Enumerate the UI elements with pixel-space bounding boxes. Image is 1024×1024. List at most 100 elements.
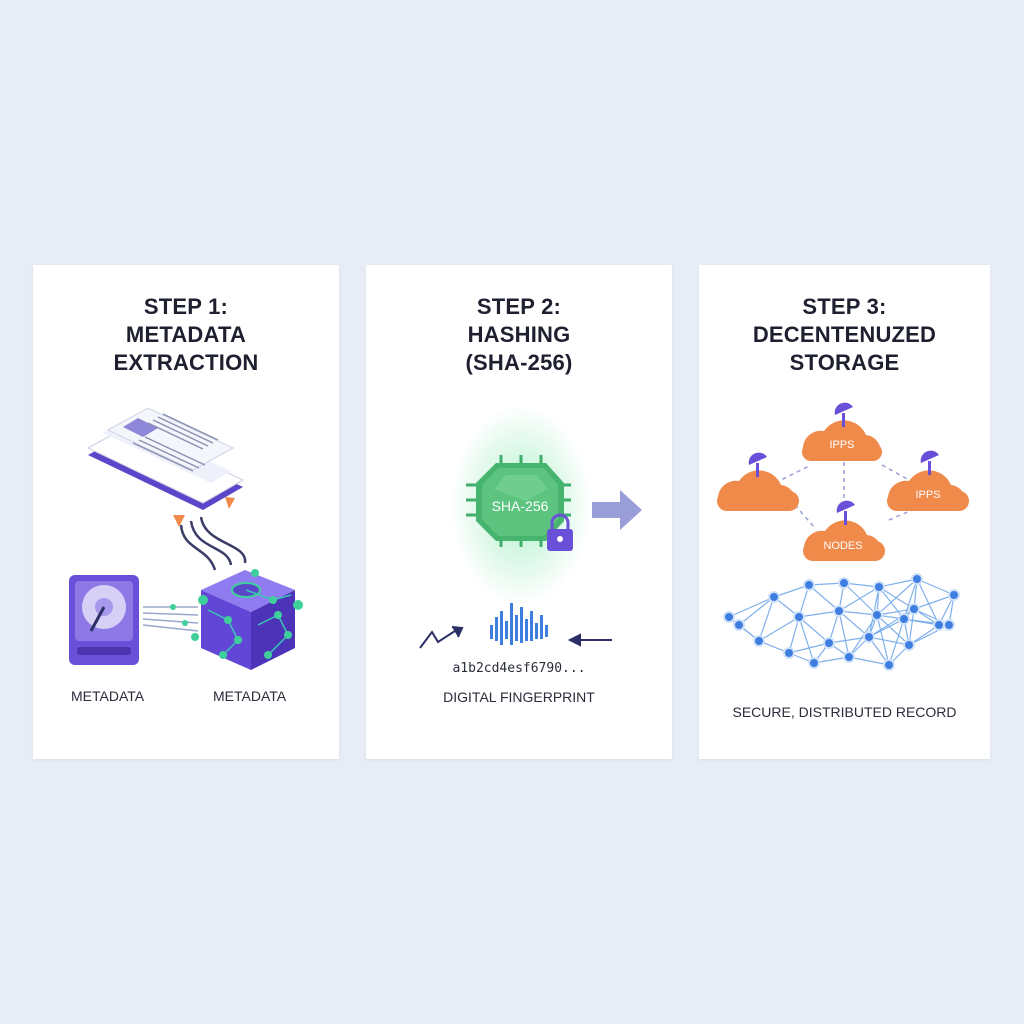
network-link	[838, 586, 880, 612]
network-link	[908, 624, 940, 646]
network-node	[943, 619, 955, 631]
cloud-icon-right	[887, 470, 969, 511]
network-link	[758, 616, 800, 642]
fingerprint-waveform	[490, 603, 548, 645]
network-link	[848, 656, 890, 666]
network-link	[728, 596, 775, 618]
network-link	[878, 578, 918, 588]
step-3-caption: SECURE, DISTRIBUTED RECORD	[732, 704, 957, 720]
chip-label: SHA-256	[492, 498, 549, 514]
network-node	[733, 619, 745, 631]
network-link	[876, 578, 918, 616]
network-link	[808, 584, 840, 612]
network-node	[873, 581, 885, 593]
hash-value: a1b2cd4esf6790...	[452, 661, 586, 676]
network-link	[916, 578, 940, 626]
chip-icon	[466, 455, 571, 547]
network-node	[783, 647, 795, 659]
caption-metadata-right: METADATA	[213, 688, 287, 704]
network-link	[876, 608, 915, 616]
caption-metadata-left: METADATA	[71, 688, 145, 704]
network-node	[833, 605, 845, 617]
step-2-label: STEP 2:	[476, 294, 562, 319]
step-2-title-line-2: HASHING	[467, 322, 571, 347]
network-node	[863, 631, 875, 643]
network-link	[916, 578, 955, 596]
hard-drive-icon	[69, 575, 139, 665]
hashing-illustration: SHA-256	[419, 405, 612, 649]
network-link	[848, 614, 878, 658]
network-link	[838, 610, 850, 658]
document-icon	[86, 407, 245, 527]
network-link	[798, 616, 830, 644]
network-link	[868, 636, 910, 646]
step-2-caption: DIGITAL FINGERPRINT	[443, 689, 595, 705]
step-1-title: STEP 1: METADATA EXTRACTION	[33, 293, 339, 377]
step-2-title: STEP 2: HASHING (SHA-256)	[366, 293, 672, 377]
arrow-right-light-icon	[592, 490, 642, 530]
step-3-title-line-3: STORAGE	[789, 350, 900, 375]
network-node	[793, 611, 805, 623]
network-link	[876, 614, 910, 646]
network-node	[933, 619, 945, 631]
network-node	[753, 635, 765, 647]
network-link	[903, 578, 918, 620]
step-3-title: STEP 3: DECENTENUZED STORAGE	[699, 293, 990, 377]
network-node	[808, 657, 820, 669]
network-link	[838, 610, 878, 616]
network-node	[898, 613, 910, 625]
data-stream	[142, 606, 199, 632]
network-link	[828, 636, 870, 644]
step-1-label: STEP 1:	[143, 294, 229, 319]
network-node	[823, 637, 835, 649]
network-link	[798, 610, 840, 618]
network-link	[888, 618, 905, 666]
arrow-out-icon	[567, 633, 612, 647]
satellite-dish-icon	[834, 402, 853, 427]
cables	[179, 516, 247, 571]
network-node	[723, 611, 735, 623]
arrow-in-icon	[419, 626, 464, 649]
network-node	[908, 603, 920, 615]
network-link	[878, 586, 905, 620]
satellite-dish-icon	[920, 450, 939, 475]
metadata-extraction-illustration	[69, 407, 303, 670]
network-node	[838, 577, 850, 589]
network-node	[911, 573, 923, 585]
step-3-panel: STEP 3: DECENTENUZED STORAGE I	[699, 265, 990, 759]
step-3-label: STEP 3:	[802, 294, 887, 319]
network-link	[908, 608, 915, 646]
network-node	[843, 651, 855, 663]
cloud-label-bottom: NODES	[823, 540, 862, 552]
cloud-label-top: IPPS	[829, 439, 854, 451]
network-link	[913, 594, 955, 610]
network-link	[788, 616, 800, 654]
network-icon	[723, 573, 960, 671]
step-1-title-line-3: EXTRACTION	[113, 350, 259, 375]
step-1-title-line-2: METADATA	[125, 322, 247, 347]
network-link	[838, 610, 870, 638]
step-1-panel: STEP 1: METADATA EXTRACTION	[33, 265, 339, 759]
network-link	[758, 596, 775, 642]
step-2-title-line-3: (SHA-256)	[465, 350, 573, 375]
cloud-icon-bottom	[803, 520, 885, 561]
network-link	[868, 618, 905, 638]
network-link	[728, 616, 760, 642]
satellite-dish-icon	[748, 452, 767, 477]
network-node	[883, 659, 895, 671]
satellite-dish-icon	[836, 500, 855, 525]
network-link	[773, 584, 810, 598]
network-node	[871, 609, 883, 621]
cloud-icon-left	[717, 470, 799, 511]
decentralized-storage-illustration: IPPS IPPS NODES	[717, 402, 969, 671]
network-node	[903, 639, 915, 651]
network-node	[768, 591, 780, 603]
data-cube-icon	[191, 569, 303, 670]
step-3-title-line-2: DECENTENUZED	[752, 322, 937, 347]
network-link	[738, 596, 775, 626]
network-link	[798, 616, 815, 664]
lock-icon	[547, 513, 573, 551]
network-node	[803, 579, 815, 591]
network-link	[843, 582, 878, 616]
network-link	[788, 642, 830, 654]
